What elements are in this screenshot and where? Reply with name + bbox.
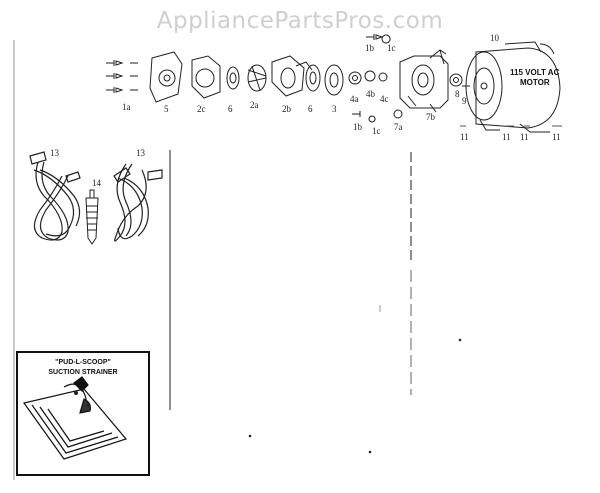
part-8-seal [449, 73, 463, 87]
label-10: 10 [490, 33, 499, 43]
screw-1b-bottom [352, 111, 361, 117]
watermark: AppliancePartsPros.com [156, 8, 444, 34]
part-2c-gasket [191, 55, 221, 99]
motor-label-line1: 115 VOLT AC [510, 68, 560, 77]
motor-body [462, 41, 561, 133]
label-1c-top: 1c [387, 43, 396, 53]
parts-4-rings [348, 70, 388, 85]
label-2a: 2a [250, 100, 259, 110]
part-2b-housing [271, 55, 313, 97]
label-2c: 2c [197, 104, 206, 114]
part-6-ring [226, 66, 240, 90]
motor-label-line2: MOTOR [520, 78, 550, 87]
label-5: 5 [164, 104, 169, 114]
label-11c: 11 [520, 132, 529, 142]
label-7b: 7b [426, 112, 435, 122]
part-6b-ring [305, 64, 321, 92]
label-7a: 7a [394, 122, 403, 132]
screws-1a [106, 60, 138, 93]
part-7b-pump-body [399, 49, 449, 113]
strainer-illustration [22, 376, 128, 460]
label-11b: 11 [502, 132, 511, 142]
part-5-plate [149, 51, 183, 103]
label-4a: 4a [350, 94, 359, 104]
label-4b: 4b [366, 89, 375, 99]
label-3: 3 [332, 104, 337, 114]
part-2a-impeller [247, 64, 267, 92]
washer-1c-bottom [368, 115, 376, 123]
label-11d: 11 [552, 132, 561, 142]
inset-title-1: "PUD-L-SCOOP" [55, 359, 111, 366]
label-2b: 2b [282, 104, 291, 114]
label-4c: 4c [380, 94, 389, 104]
hose-13-left [29, 151, 81, 241]
part-3-disc [324, 64, 344, 96]
label-1c-bottom: 1c [372, 126, 381, 136]
strainer-14 [85, 189, 99, 245]
label-1b-bottom: 1b [353, 122, 362, 132]
label-1b-top: 1b [365, 43, 374, 53]
label-13-left: 13 [50, 148, 59, 158]
label-6b: 6 [308, 104, 313, 114]
label-6: 6 [228, 104, 233, 114]
label-8: 8 [455, 89, 460, 99]
hose-13-right [113, 163, 163, 242]
label-11a: 11 [460, 132, 469, 142]
label-9: 9 [462, 96, 467, 106]
screw-1b-top [366, 34, 384, 40]
suction-strainer-inset: "PUD-L-SCOOP" SUCTION STRAINER [16, 351, 150, 476]
inset-title-2: SUCTION STRAINER [48, 369, 118, 376]
label-1a: 1a [122, 102, 131, 112]
part-7a [393, 109, 403, 119]
label-13-right: 13 [136, 148, 145, 158]
washer-1c-top [381, 34, 391, 44]
label-14: 14 [92, 178, 101, 188]
